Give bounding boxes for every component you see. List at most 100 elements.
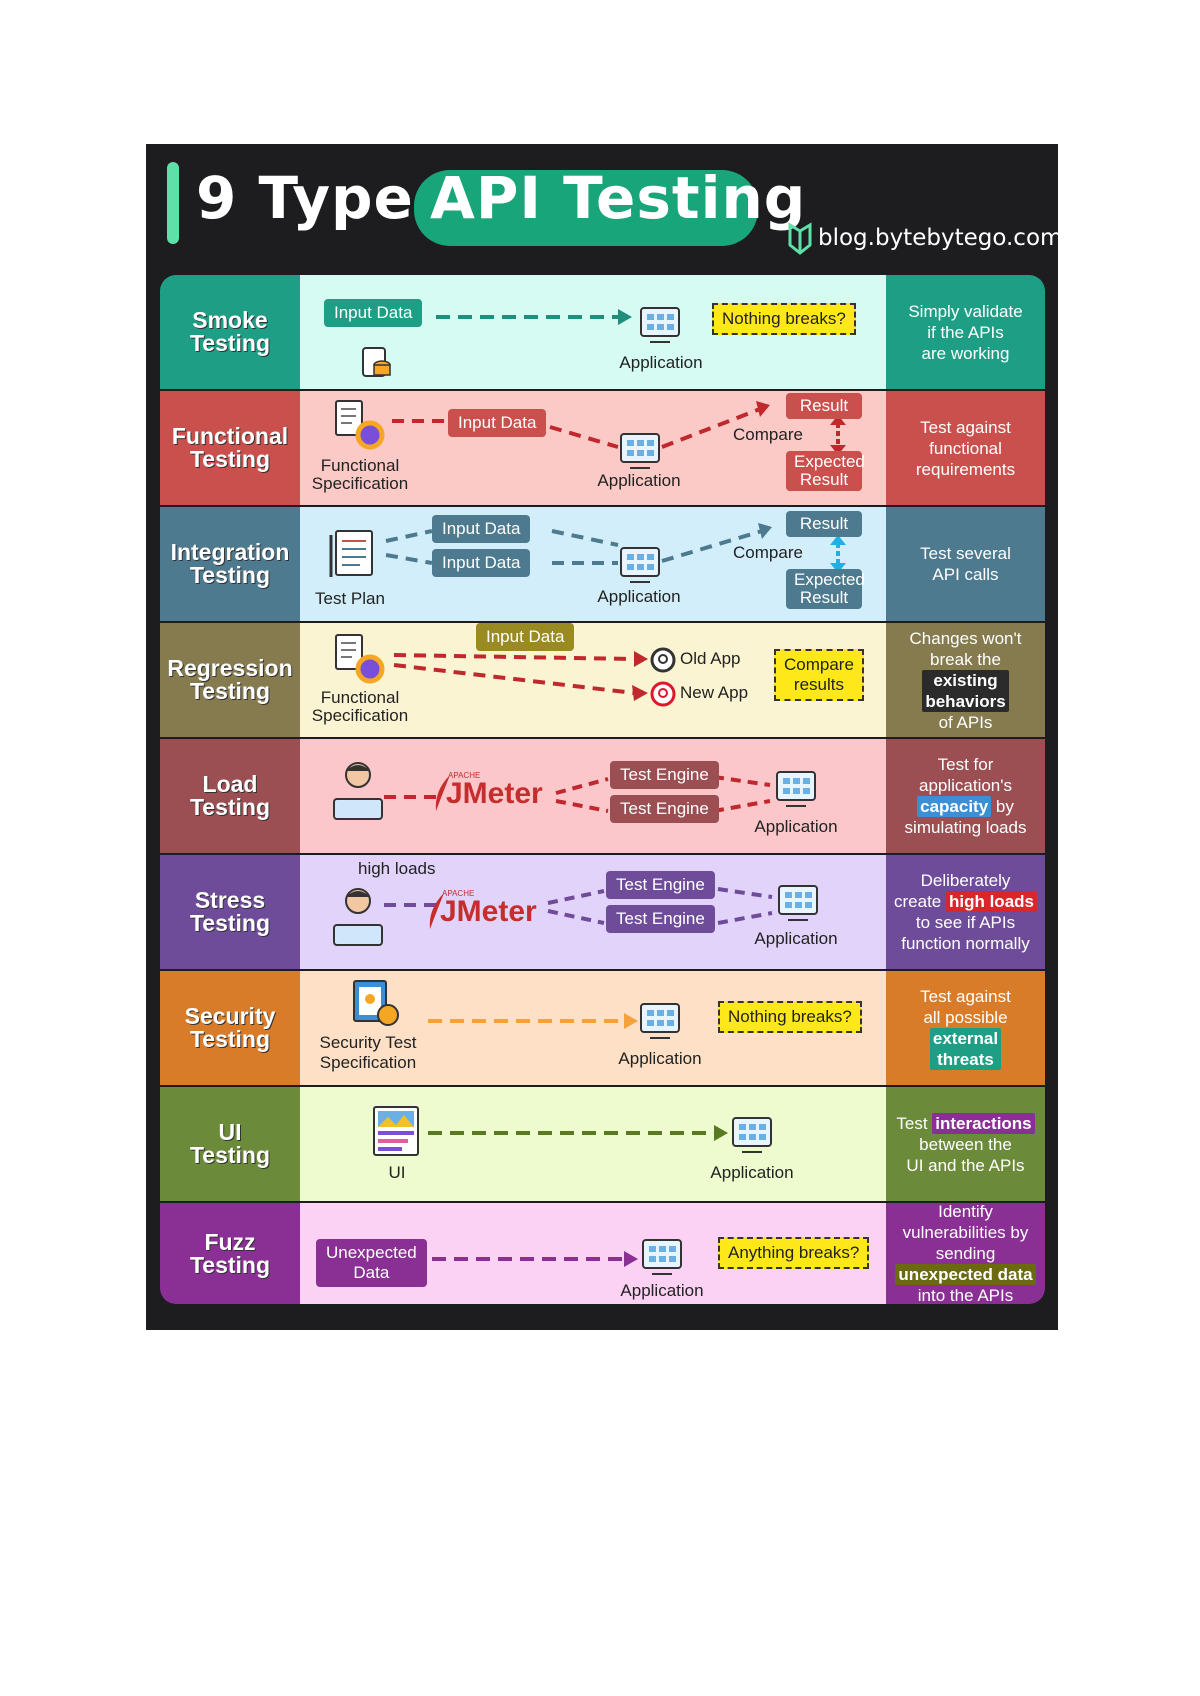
title-main: API Testing [430,164,807,232]
application-label: Application [619,353,703,372]
tool-small-label: APACHE [448,771,481,780]
row-label: Load Testing [160,739,300,853]
input-data-chip: Input Data [476,623,575,651]
desc-part-1: Identify vulnerabilities by sending [902,1202,1029,1263]
row-label: Stress Testing [160,855,300,969]
flow-arrows [384,887,773,925]
row-diagram: Input Data Functional Specification Old … [300,623,886,737]
test-engine-chip-2: Test Engine [606,905,715,933]
row-label: Integration Testing [160,507,300,621]
api-testing-table: Smoke Testing Input Data Application Not… [160,275,1045,1304]
application-label: Application [618,1049,702,1068]
flow-arrows [428,1125,728,1141]
application-label: Application [620,1281,704,1300]
input-data-chip: Input Data [324,299,423,327]
row-regression-testing: Regression Testing Input Data Functional… [160,623,1045,737]
desc-highlight: unexpected data [895,1264,1036,1285]
desc-highlight: external threats [929,1028,1002,1070]
row-label: Fuzz Testing [160,1203,300,1304]
site-url: blog.bytebytego.com [818,225,1063,251]
desc-part-3: between the UI and the APIs [906,1134,1025,1175]
row-divider [160,737,1045,739]
desc-part-1: Test against all possible [920,987,1011,1027]
tool-small-label: APACHE [442,889,475,898]
flow-arrows [393,651,648,701]
application-icon [642,1239,682,1275]
row-label: Regression Testing [160,623,300,737]
specification-gear-icon [335,400,385,450]
row-diagram: high loads APACHE JMeter Test Engine Tes… [300,855,886,969]
row-divider [160,1085,1045,1087]
flow-arrows [385,523,846,573]
question-badge: Anything breaks? [718,1237,870,1269]
row-label: Smoke Testing [160,275,300,389]
tool-label: JMeter [440,895,537,928]
source-label: Functional Specification [311,456,409,493]
application-icon [640,307,680,343]
application-icon [620,433,660,469]
input-data-chip-1: Input Data [432,515,531,543]
title-prefix: 9 Types [196,164,450,232]
title-accent-bar [167,162,179,244]
ui-window-icon [373,1106,419,1156]
row-description: Test against functional requirements [886,391,1045,505]
desc-highlight: capacity [917,796,992,817]
tool-label: JMeter [446,777,543,810]
test-engine-chip-1: Test Engine [606,871,715,899]
specification-gear-icon [335,634,385,684]
application-label: Application [597,471,681,490]
new-app-icon [650,681,676,707]
row-divider [160,969,1045,971]
row-divider [160,389,1045,391]
test-engine-chip-2: Test Engine [610,795,719,823]
flow-arrows [384,775,771,813]
user-laptop-icon [333,762,383,820]
application-label: Application [754,929,838,948]
compare-label: Compare [733,543,803,562]
source-label: Functional Specification [311,688,409,725]
test-engine-chip-1: Test Engine [610,761,719,789]
source-label: Security Test Specification [319,1033,417,1072]
application-label: Application [597,587,681,606]
desc-part-3: by simulating loads [904,797,1027,837]
desc-part-1: Test [896,1113,928,1133]
application-label: Application [710,1163,794,1182]
question-badge: Nothing breaks? [712,303,856,335]
compare-results-badge: Compare results [774,649,864,701]
desc-part-1: Test for application's [918,755,1013,795]
user-laptop-icon [333,888,383,946]
flow-arrows [432,1251,638,1267]
row-fuzz-testing: Fuzz Testing Unexpected Data Application… [160,1202,1045,1304]
compare-label: Compare [733,425,803,444]
flow-arrows [428,1013,638,1029]
desc-highlight: high loads [945,891,1037,912]
row-divider [160,621,1045,623]
row-description: Simply validate if the APIs are working [886,275,1045,389]
input-data-chip: Input Data [448,409,547,437]
row-label: UI Testing [160,1087,300,1201]
application-label: Application [754,817,838,836]
row-ui-testing: UI Testing UI Application [160,1087,1045,1201]
row-label: Security Testing [160,971,300,1085]
application-icon [732,1117,772,1153]
expected-result-chip: Expected Result [786,569,865,609]
row-integration-testing: Integration Testing Test Plan Input Data [160,507,1045,621]
flow-arrows [392,401,846,455]
new-app-label: New App [680,683,749,702]
source-label: Test Plan [315,589,385,608]
row-divider [160,853,1045,855]
row-security-testing: Security Testing Security Test Specifica… [160,971,1045,1085]
feather-icon [435,775,450,811]
unexpected-data-chip: Unexpected Data [316,1239,427,1287]
test-plan-icon [329,530,373,577]
title-highlight [414,170,758,246]
row-diagram: APACHE JMeter Test Engine Test Engine Ap… [300,739,886,853]
desc-part-3: of APIs [938,712,993,732]
row-diagram: Functional Specification Input Data Appl… [300,391,886,505]
row-label: Functional Testing [160,391,300,505]
